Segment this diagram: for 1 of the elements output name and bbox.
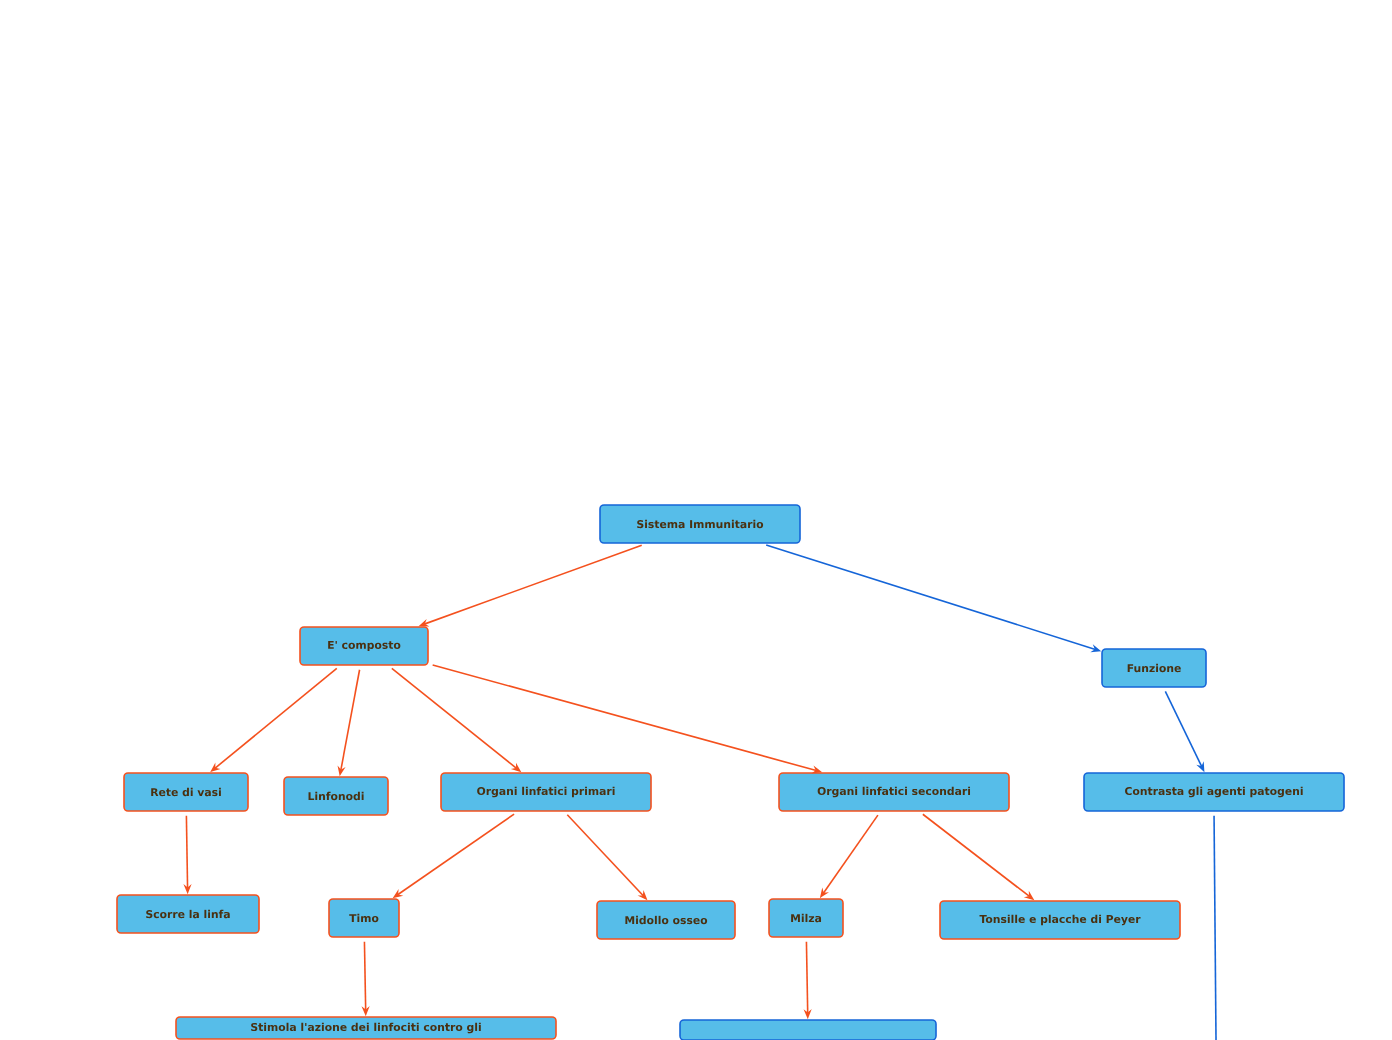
empty-box bbox=[679, 1019, 937, 1040]
